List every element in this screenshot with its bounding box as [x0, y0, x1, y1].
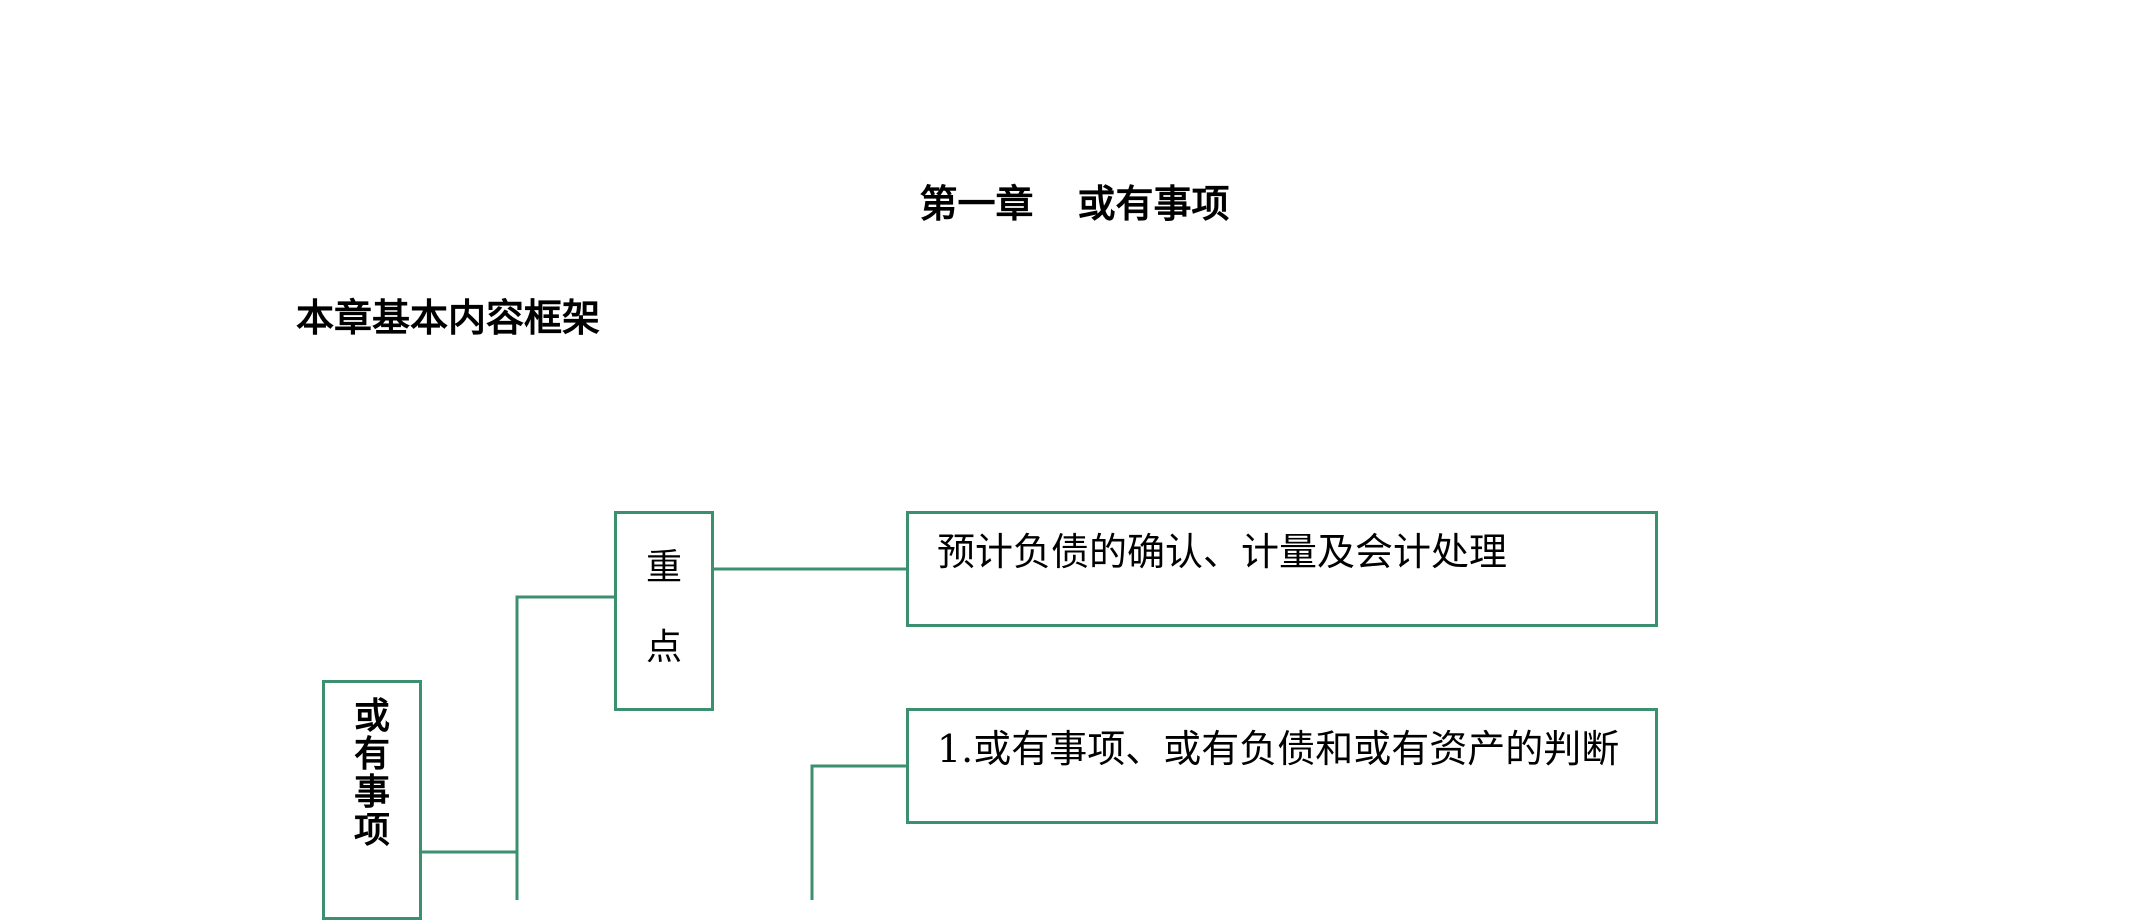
connector-lines — [422, 567, 906, 900]
item-node: 1.或有事项、或有负债和或有资产的判断 — [906, 708, 1658, 824]
key-point-char: 点 — [645, 627, 682, 668]
connector-branch-item2 — [810, 764, 906, 900]
connector-trunk — [515, 595, 614, 900]
root-char: 或 — [353, 695, 390, 737]
key-point-char: 重 — [645, 547, 682, 588]
chapter-number: 第一章 — [919, 181, 1034, 226]
content-framework-diagram: 或 有 事 项 重 点 预计负债的确认、计量及会计处理 1.或有事项、或有负债和… — [322, 511, 1658, 920]
key-point-node: 重 点 — [614, 511, 714, 711]
root-node-contingencies: 或 有 事 项 — [322, 680, 422, 920]
item-text: 预计负债的确认、计量及会计处理 — [937, 530, 1508, 574]
chapter-name: 或有事项 — [1077, 181, 1230, 226]
chapter-title: 第一章或有事项 — [0, 175, 2149, 233]
root-char: 项 — [353, 809, 390, 851]
root-char: 有 — [353, 733, 390, 775]
item-text: 1.或有事项、或有负债和或有资产的判断 — [937, 727, 1620, 771]
item-node: 预计负债的确认、计量及会计处理 — [906, 511, 1658, 627]
root-char: 事 — [353, 771, 390, 813]
section-heading: 本章基本内容框架 — [296, 295, 601, 340]
